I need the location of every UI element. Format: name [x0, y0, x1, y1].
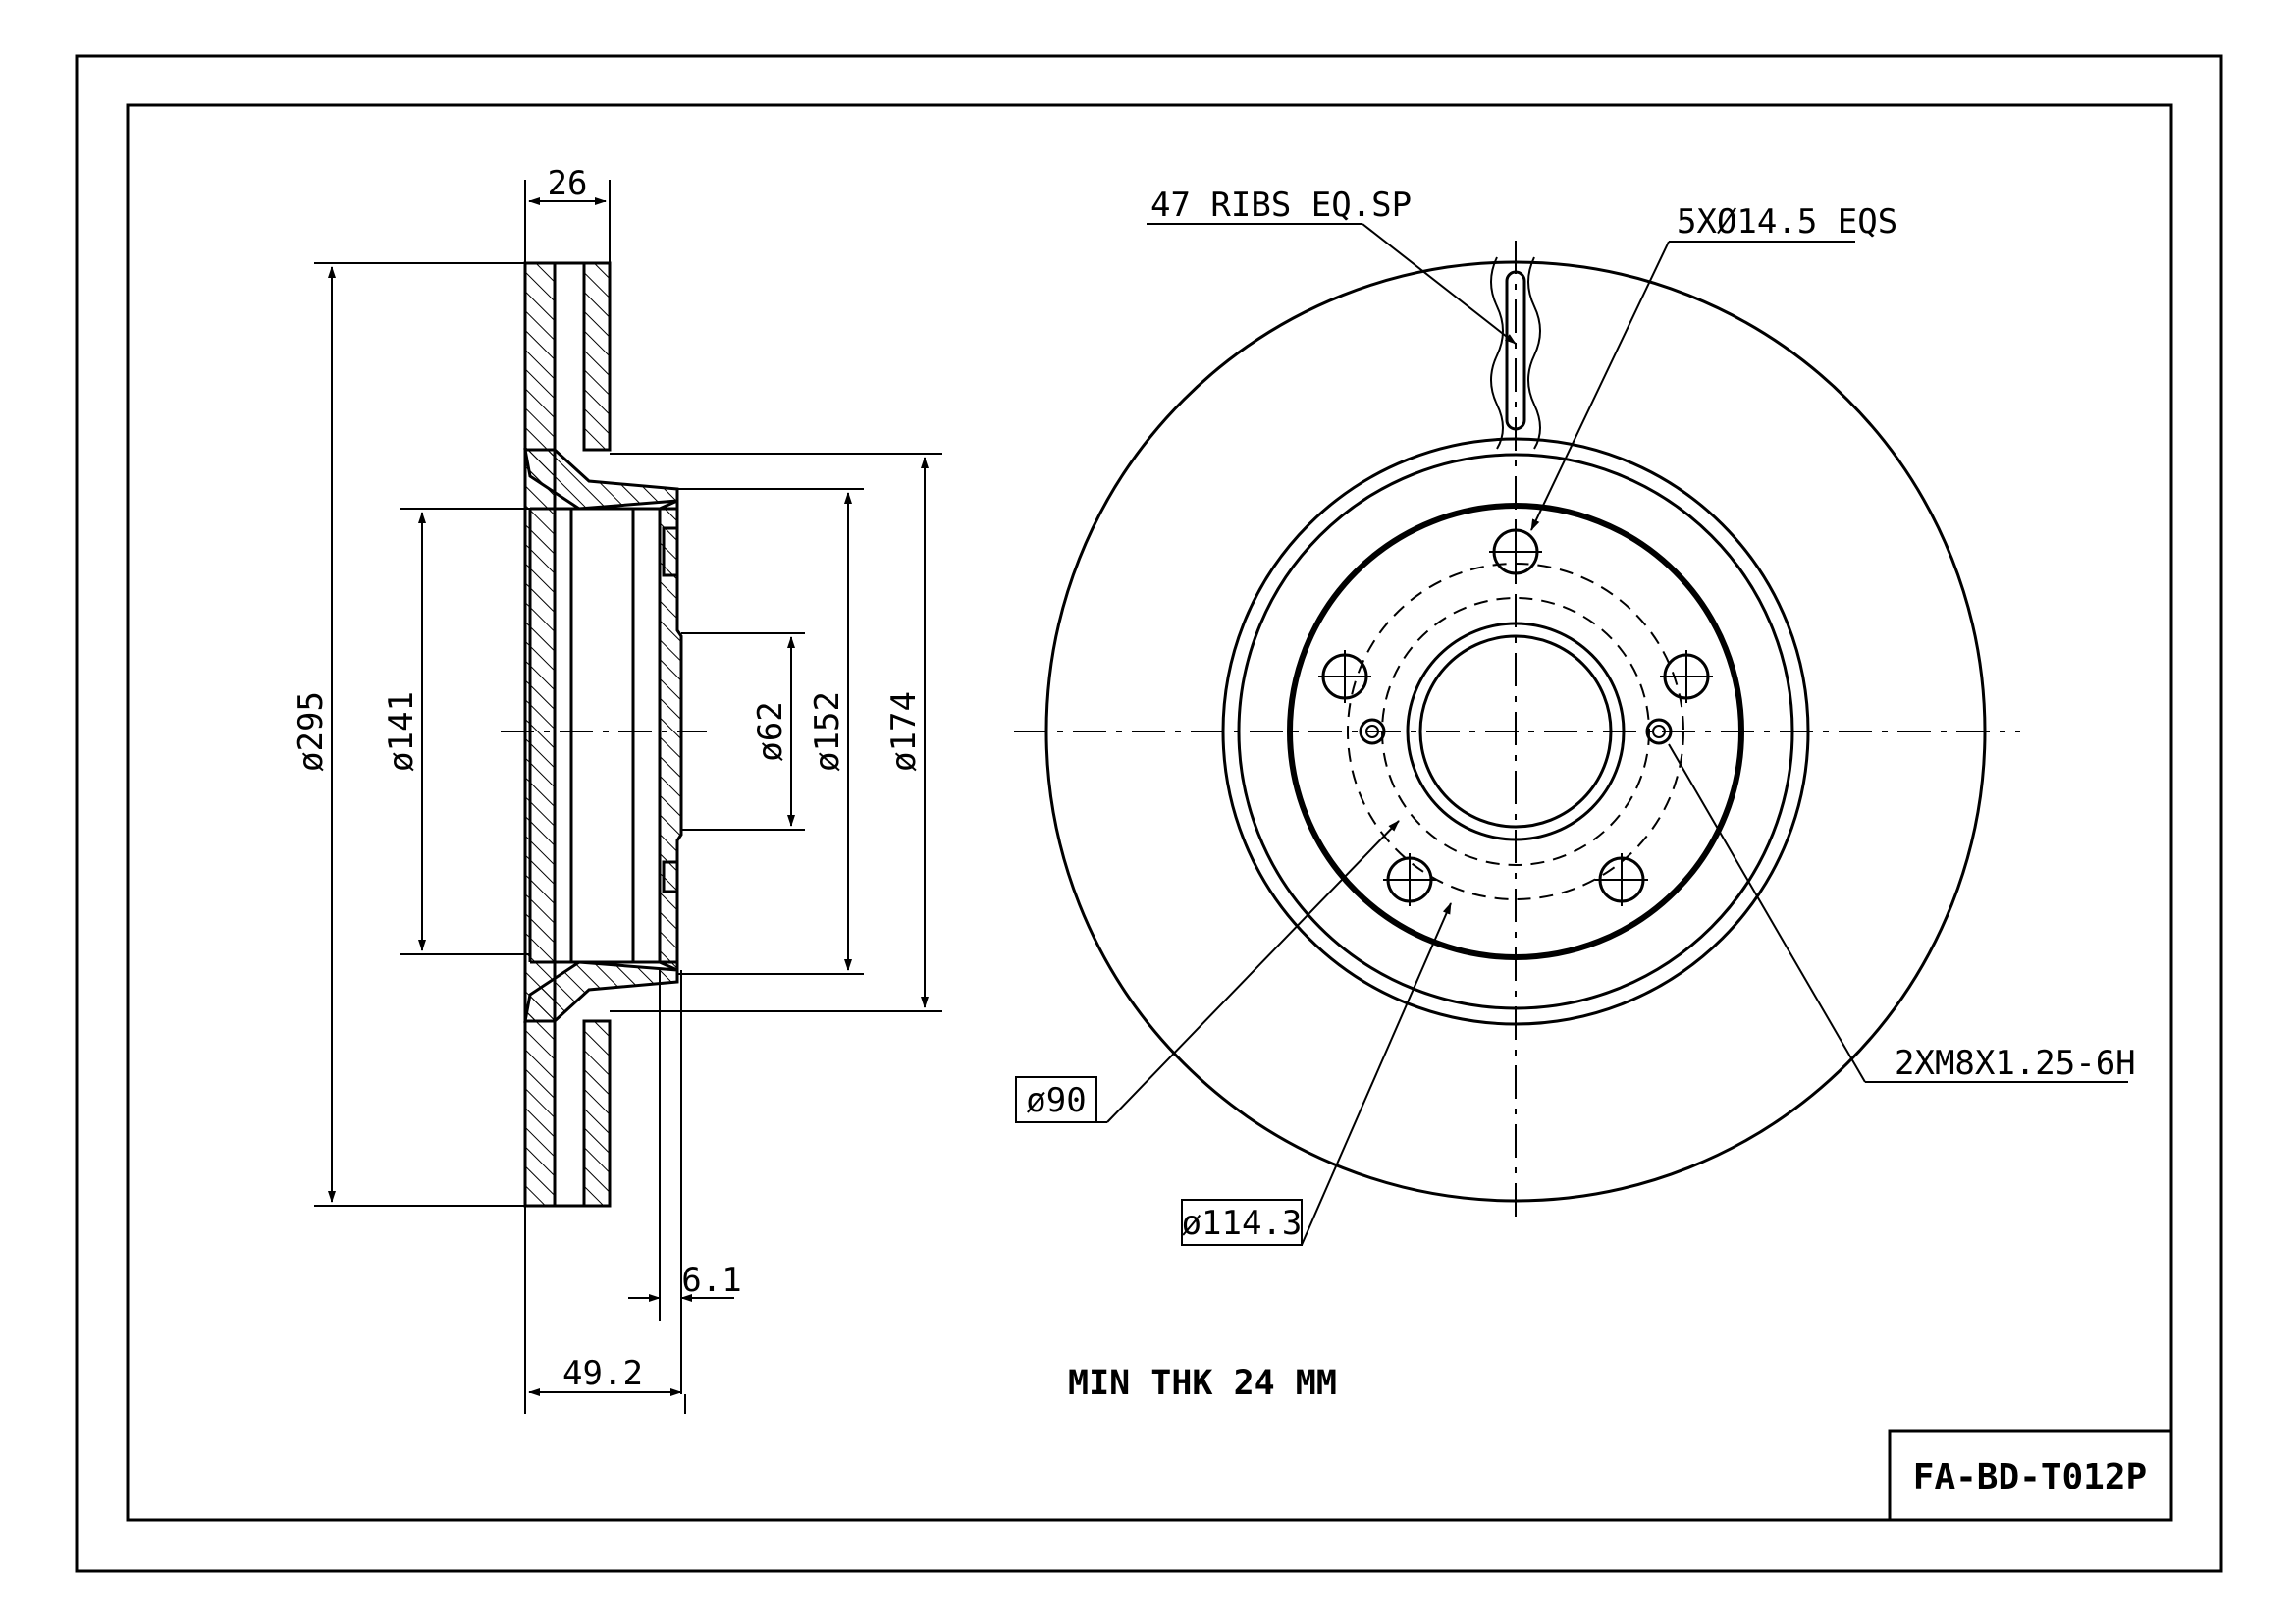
ribs-label: 47 RIBS EQ.SP [1150, 186, 1412, 225]
dim-hub-diameter: ø174 [884, 691, 924, 772]
threaded-hole [1645, 718, 1673, 745]
bolt-hole [1660, 650, 1713, 703]
dim-pcd: ø114.3 [1182, 1204, 1303, 1243]
dim-pilot-diameter: ø152 [808, 691, 847, 772]
dim-pcd-box [1181, 1199, 1303, 1246]
dim-90-box [1015, 1076, 1097, 1123]
dim-total-height: 49.2 [562, 1354, 643, 1393]
dim-outer-diameter: ø295 [292, 691, 331, 772]
hat-neck-lower [523, 960, 679, 1023]
bolt-hole [1489, 525, 1542, 578]
dim-width: 26 [548, 164, 588, 203]
outer-frame [75, 54, 2223, 1573]
min-thickness-note: MIN THK 24 MM [1068, 1364, 1337, 1403]
bolt-hole [1383, 853, 1436, 906]
part-number: FA-BD-T012P [1913, 1457, 2147, 1497]
bolt-hole [1318, 650, 1371, 703]
dim-90: ø90 [1026, 1081, 1086, 1120]
rotor-plate-right-lower [582, 1019, 612, 1208]
title-block [1888, 1429, 2173, 1522]
side-section-view: ø295 ø141 ø62 ø152 ø174 26 6.1 [292, 164, 942, 1414]
front-view: 47 RIBS EQ.SP 5XØ14.5 EQS 2XM8X1.25-6H ø… [1014, 186, 2136, 1246]
inner-frame [126, 103, 2173, 1522]
rotor-plate-right-upper [582, 261, 612, 452]
dim-hat-diameter: ø141 [382, 691, 421, 772]
bolt-holes-label: 5XØ14.5 EQS [1677, 202, 1897, 242]
dim-center-bore: ø62 [751, 701, 790, 761]
thread-label: 2XM8X1.25-6H [1895, 1044, 2136, 1083]
rib-slot [1505, 270, 1526, 431]
bolt-hole [1595, 853, 1648, 906]
hat-neck-upper [523, 448, 679, 511]
dim-flange-thickness: 6.1 [681, 1261, 741, 1300]
threaded-hole [1359, 718, 1386, 745]
